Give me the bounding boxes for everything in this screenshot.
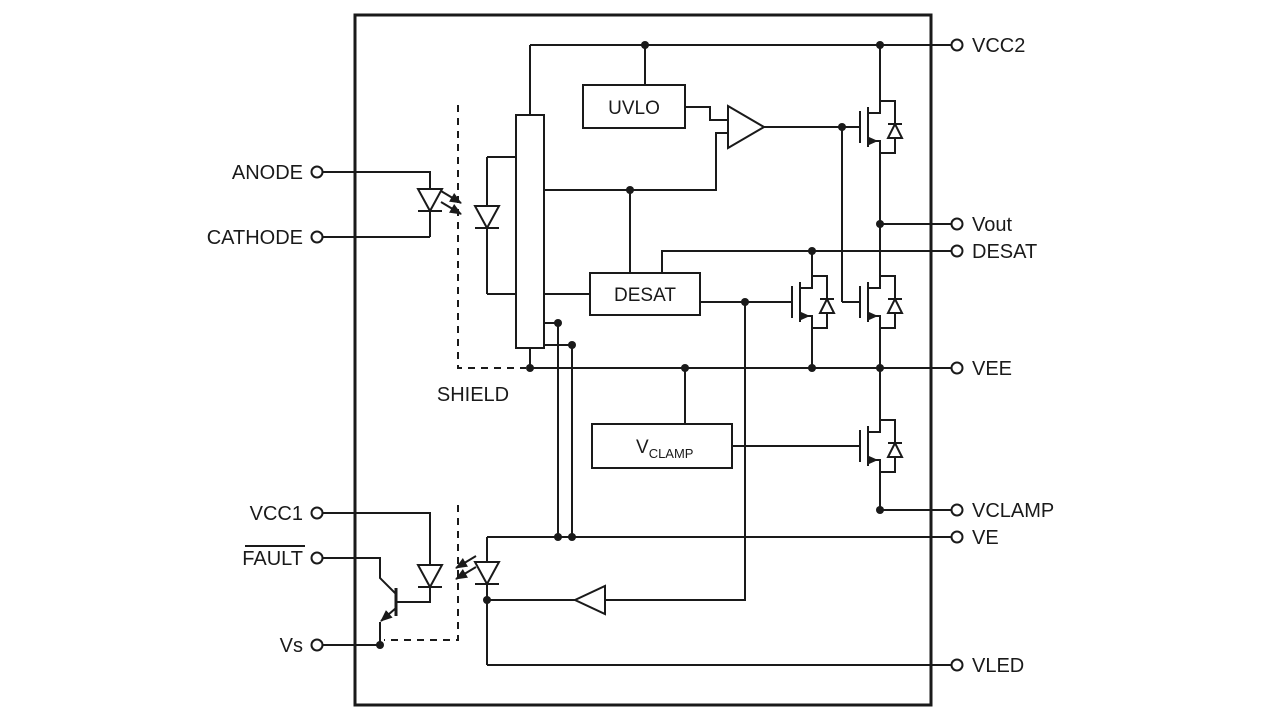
pin-label-vclamp: VCLAMP	[972, 500, 1054, 522]
soft-turnoff-mosfet	[773, 265, 835, 339]
terminal-vout	[950, 217, 964, 231]
high-side-mosfet	[841, 90, 903, 164]
terminal-cathode	[310, 230, 324, 244]
pin-terminals	[310, 38, 964, 672]
input-led	[417, 188, 443, 212]
shield-dashed-line-top	[457, 105, 526, 369]
uvlo-label: UVLO	[608, 98, 660, 119]
driver-buffer	[727, 104, 766, 150]
terminal-vcc1	[310, 506, 324, 520]
low-side-mosfet	[841, 265, 903, 339]
clamp-mosfet	[841, 409, 903, 483]
right-pin-labels: VCC2 Vout DESAT VEE VCLAMP VE VLED	[972, 35, 1054, 677]
light-arrows-feedback	[455, 555, 477, 580]
fault-photodetector	[417, 564, 443, 588]
left-pin-labels: ANODE CATHODE VCC1 FAULT Vs SHIELD	[207, 162, 509, 657]
terminal-vclamp	[950, 503, 964, 517]
pin-label-anode: ANODE	[232, 162, 303, 184]
terminal-ve	[950, 530, 964, 544]
uvlo-block: UVLO	[582, 84, 686, 129]
vclamp-box	[591, 423, 733, 469]
pin-label-fault: FAULT	[242, 548, 303, 570]
pin-label-vcc2: VCC2	[972, 35, 1025, 57]
junction-dots	[376, 41, 884, 649]
wires	[322, 44, 952, 666]
terminal-fault	[310, 551, 324, 565]
package-outline	[353, 13, 933, 707]
desat-block: DESAT	[589, 272, 701, 316]
feedback-led	[474, 561, 500, 585]
terminal-vee	[950, 361, 964, 375]
uvlo-box	[582, 84, 686, 129]
desat-box	[589, 272, 701, 316]
terminal-vcc2	[950, 38, 964, 52]
pin-label-desat: DESAT	[972, 241, 1037, 263]
light-arrows-forward	[440, 190, 462, 215]
terminal-desat	[950, 244, 964, 258]
pin-label-vout: Vout	[972, 214, 1012, 236]
terminal-anode	[310, 165, 324, 179]
pin-label-vee: VEE	[972, 358, 1012, 380]
shield-label: SHIELD	[437, 384, 509, 406]
fault-feedback-buffer	[572, 584, 606, 616]
pin-label-vcc1: VCC1	[250, 503, 303, 525]
vclamp-block: VCLAMP	[591, 423, 733, 469]
vclamp-label: VCLAMP	[636, 437, 693, 461]
pin-label-ve: VE	[972, 527, 999, 549]
desat-label: DESAT	[614, 285, 676, 306]
terminal-vled	[950, 658, 964, 672]
pin-label-cathode: CATHODE	[207, 227, 303, 249]
shield-dashed-line-bottom	[384, 505, 459, 641]
fault-transistor	[380, 588, 398, 622]
terminal-vs	[310, 638, 324, 652]
isolation-channel-block	[515, 114, 545, 349]
forward-photodetector	[474, 205, 500, 229]
pin-label-vs: Vs	[280, 635, 303, 657]
pin-label-vled: VLED	[972, 655, 1024, 677]
